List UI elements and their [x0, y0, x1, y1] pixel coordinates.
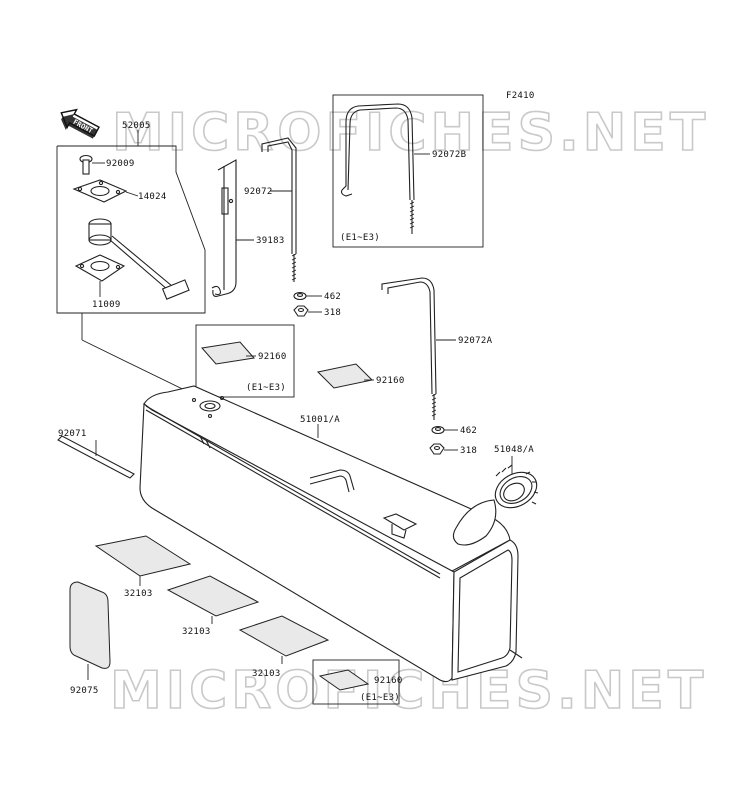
- strap-92072A: [381, 277, 437, 420]
- label-32103-c: 32103: [252, 669, 281, 679]
- label-14024: 14024: [138, 192, 167, 202]
- label-318-top: 318: [324, 308, 341, 318]
- label-11009: 11009: [92, 300, 121, 310]
- variant-box-92072B: [332, 94, 484, 248]
- variant-box-92160-lower: [312, 659, 400, 705]
- front-arrow-icon: FRONT: [60, 108, 100, 139]
- label-39183: 39183: [256, 236, 285, 246]
- note-e1-e3-92160-upper: (E1~E3): [246, 383, 286, 393]
- label-92072: 92072: [244, 187, 273, 197]
- pad-32103-c: [238, 615, 330, 657]
- fuel-tank-51001A: [139, 385, 523, 683]
- gasket-14024: [72, 179, 128, 203]
- label-51001A: 51001/A: [300, 415, 340, 425]
- note-e1-e3-92072B: (E1~E3): [340, 233, 380, 243]
- label-92072A: 92072A: [458, 336, 493, 346]
- strip-92071: [57, 435, 135, 479]
- label-51048A: 51048/A: [494, 445, 534, 455]
- sender-unit-11009: [74, 218, 221, 300]
- note-e1-e3-92160-lower: (E1~E3): [360, 693, 400, 703]
- washer-462-top: [293, 291, 307, 301]
- watermark-bottom: MICROFICHES.NET: [110, 661, 707, 721]
- label-92160-lower: 92160: [374, 676, 403, 686]
- label-318-lower: 318: [460, 446, 477, 456]
- pad-92075: [69, 581, 111, 669]
- label-92075: 92075: [70, 686, 99, 696]
- label-32103-a: 32103: [124, 589, 153, 599]
- label-92160-middle: 92160: [376, 376, 405, 386]
- strap-92072B: [340, 103, 415, 234]
- label-462-top: 462: [324, 292, 341, 302]
- pad-32103-a: [94, 535, 192, 577]
- label-32103-b: 32103: [182, 627, 211, 637]
- label-92072B: 92072B: [432, 150, 466, 160]
- nut-318-lower: [429, 443, 445, 455]
- label-462-lower: 462: [460, 426, 477, 436]
- label-92071: 92071: [58, 429, 87, 439]
- pad-92160-middle: [316, 363, 374, 389]
- label-92160-upper: 92160: [258, 352, 287, 362]
- label-52005: 52005: [122, 121, 151, 131]
- pad-92160-upper: [201, 341, 255, 365]
- nut-318-top: [293, 305, 309, 317]
- washer-462-lower: [431, 425, 445, 435]
- fuel-cap-51048A: [494, 464, 539, 509]
- label-92009: 92009: [106, 159, 135, 169]
- bracket-39183: [212, 159, 237, 297]
- pad-92160-lower: [318, 669, 370, 691]
- strap-92072: [261, 137, 297, 282]
- pad-32103-b: [166, 575, 260, 617]
- diagram-code: F2410: [506, 91, 535, 101]
- bolt-92009: [79, 154, 93, 175]
- variant-box-92160-upper: [195, 324, 295, 398]
